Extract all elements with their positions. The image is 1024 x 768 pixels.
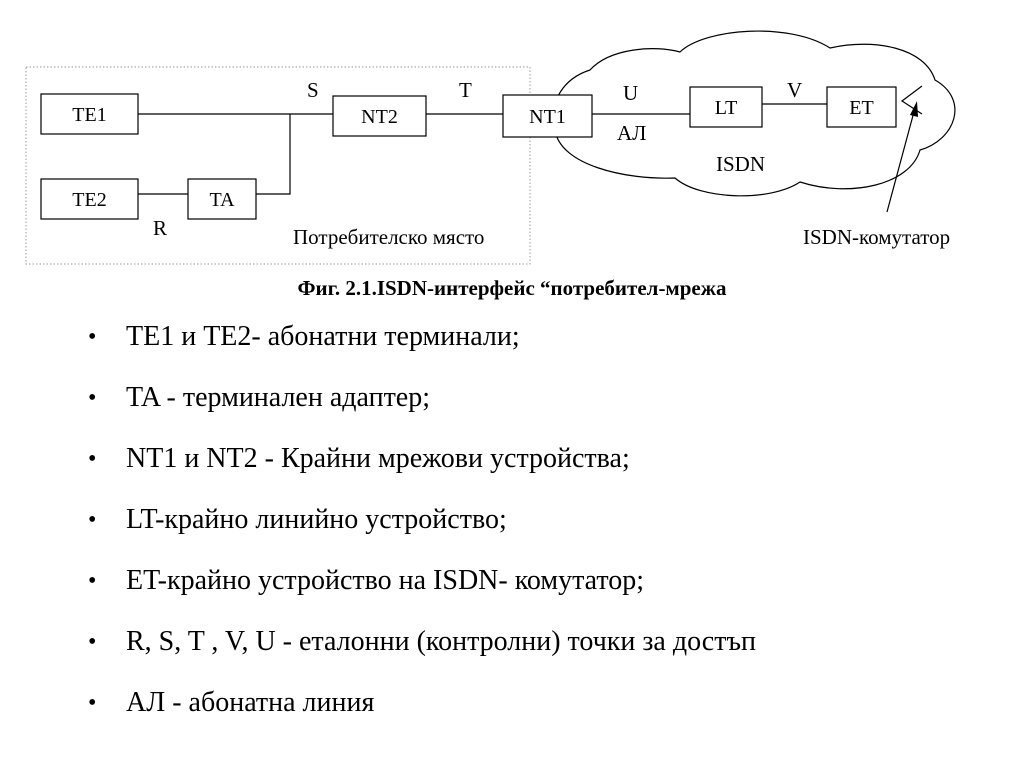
box-nt1: NT1 — [502, 94, 593, 138]
box-nt1-label: NT1 — [529, 106, 566, 128]
customer-premises-label: Потребителско място — [293, 225, 484, 249]
box-et-label: ET — [849, 97, 873, 119]
box-et: ET — [826, 86, 897, 128]
ref-point-t: T — [459, 78, 472, 102]
subscriber-line-label: АЛ — [617, 121, 646, 145]
box-te2-label: TE2 — [72, 189, 106, 211]
isdn-network-cloud — [552, 30, 956, 197]
legend-item: • TA - терминален адаптер; — [88, 383, 756, 444]
box-te2: TE2 — [40, 178, 139, 220]
legend-item-text: R, S, T , V, U - еталонни (контролни) то… — [126, 626, 756, 657]
figure-caption: Фиг. 2.1.ISDN-интерфейс “потребител-мреж… — [297, 276, 727, 300]
switch-symbol — [900, 85, 923, 115]
legend-item-text: LT-крайно линийно устройство; — [126, 504, 507, 535]
box-nt2-label: NT2 — [361, 106, 398, 128]
bullet-marker: • — [88, 690, 97, 716]
legend-item-text: TA - терминален адаптер; — [126, 382, 431, 413]
legend-item: • ET-крайно устройство на ISDN- комутатор… — [88, 566, 756, 627]
box-ta: TA — [187, 178, 257, 220]
legend-item: • NT1 и NT2 - Крайни мрежови устройства; — [88, 444, 756, 505]
legend-item: • АЛ - абонатна линия — [88, 688, 756, 749]
legend-item-text: NT1 и NT2 - Крайни мрежови устройства; — [126, 443, 630, 474]
box-lt-label: LT — [715, 97, 738, 119]
box-nt2: NT2 — [332, 95, 427, 137]
switch-pointer-arrowhead — [910, 101, 918, 117]
wire-ta-bus — [256, 114, 291, 195]
ref-point-r: R — [153, 216, 167, 240]
legend-item-text: АЛ - абонатна линия — [126, 687, 375, 718]
bullet-marker: • — [88, 446, 97, 472]
legend-item-text: TE1 и TE2- абонатни терминали; — [126, 321, 520, 352]
customer-premises-frame — [25, 66, 531, 265]
box-ta-label: TA — [209, 189, 235, 211]
bullet-marker: • — [88, 324, 97, 350]
box-te1: TE1 — [40, 93, 139, 135]
legend-list: • TE1 и TE2- абонатни терминали; • TA - те… — [88, 322, 756, 749]
bullet-marker: • — [88, 568, 97, 594]
ref-point-s: S — [307, 78, 319, 102]
legend-item: • TE1 и TE2- абонатни терминали; — [88, 322, 756, 383]
box-lt: LT — [689, 86, 763, 128]
bullet-marker: • — [88, 385, 97, 411]
ref-point-v: V — [787, 78, 802, 102]
legend-item: • LT-крайно линийно устройство; — [88, 505, 756, 566]
isdn-network-label: ISDN — [716, 152, 765, 176]
box-te1-label: TE1 — [72, 104, 106, 126]
isdn-switch-label: ISDN-комутатор — [803, 225, 950, 249]
legend-item-text: ET-крайно устройство на ISDN- комутатор; — [126, 565, 645, 596]
isdn-interface-diagram: TE1 TE2 TA NT2 NT1 LT ET S T U V R АЛ IS… — [25, 30, 956, 265]
bullet-marker: • — [88, 629, 97, 655]
legend-item: • R, S, T , V, U - еталонни (контролни) т… — [88, 627, 756, 688]
bullet-marker: • — [88, 507, 97, 533]
ref-point-u: U — [623, 81, 638, 105]
switch-pointer-line — [886, 107, 916, 213]
